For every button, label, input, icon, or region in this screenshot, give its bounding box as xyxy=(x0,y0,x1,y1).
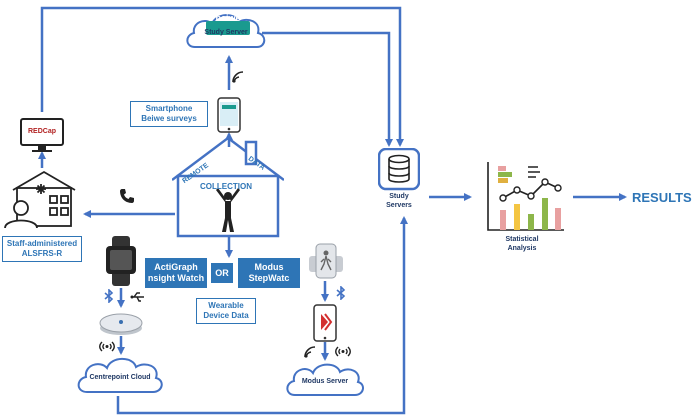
clinic-label-line2: ALSFRS-R xyxy=(21,249,63,258)
wifi-icon xyxy=(232,71,244,83)
actigraph-watch-icon xyxy=(106,236,136,286)
beiwe-cloud-icon xyxy=(186,14,266,48)
wifi-icon-modus xyxy=(304,346,316,358)
study-server-label: Study Server xyxy=(204,29,248,36)
smartphone-beiwe-box: Smartphone Beiwe surveys xyxy=(130,101,208,127)
modus-line1: Modus xyxy=(254,262,284,272)
house-collection-icon xyxy=(172,136,284,238)
modus-line2: StepWatc xyxy=(248,273,290,283)
wearable-line1: Wearable xyxy=(208,301,244,310)
analysis-chart-icon xyxy=(478,160,566,234)
modus-box: Modus StepWatc xyxy=(238,258,300,288)
house-collection-label: COLLECTION xyxy=(200,182,252,191)
stepwatch-sensor-icon xyxy=(309,243,343,279)
smartphone-label-line2: Beiwe surveys xyxy=(141,114,197,123)
clinic-building-icon xyxy=(4,170,76,228)
smartphone-label-line1: Smartphone xyxy=(145,104,193,113)
analysis-line2: Analysis xyxy=(507,245,537,252)
study-servers-line2: Servers xyxy=(386,202,412,209)
centrepoint-cloud-icon xyxy=(77,357,163,393)
modus-server-label: Modus Server xyxy=(301,378,349,385)
modus-phone-icon xyxy=(313,304,337,342)
bluetooth-icon-modus xyxy=(336,286,346,300)
usb-icon xyxy=(130,292,144,302)
smartphone-icon xyxy=(217,97,241,133)
analysis-line1: Statistical xyxy=(505,236,539,243)
or-label: OR xyxy=(211,263,233,283)
clinic-assessment-box: Staff-administered ALSFRS-R xyxy=(2,236,82,262)
wifi-broadcast-icon-modus xyxy=(335,346,351,357)
beiwe-logo: beiwe xyxy=(215,13,241,23)
study-servers-label: Study Servers xyxy=(375,192,423,210)
actigraph-line1: ActiGraph xyxy=(154,262,198,272)
centrepoint-hub-icon xyxy=(99,313,143,335)
clinic-label-line1: Staff-administered xyxy=(6,239,78,248)
wearable-data-box: Wearable Device Data xyxy=(196,298,256,324)
centrepoint-cloud-label: Centrepoint Cloud xyxy=(89,374,151,381)
database-icon xyxy=(378,148,420,191)
actigraph-line2: nsight Watch xyxy=(147,273,205,283)
redcap-monitor-icon xyxy=(20,118,64,152)
phone-call-icon xyxy=(120,189,134,203)
analysis-label: Statistical Analysis xyxy=(490,235,554,253)
study-servers-line1: Study xyxy=(389,193,409,200)
actigraph-box: ActiGraph nsight Watch xyxy=(145,258,207,288)
wearable-line2: Device Data xyxy=(203,311,249,320)
modus-cloud-icon xyxy=(286,363,364,396)
bluetooth-icon xyxy=(104,289,114,303)
results-label: RESULTS xyxy=(632,190,692,205)
redcap-logo: REDCap xyxy=(27,128,56,135)
wifi-broadcast-icon xyxy=(99,341,115,352)
